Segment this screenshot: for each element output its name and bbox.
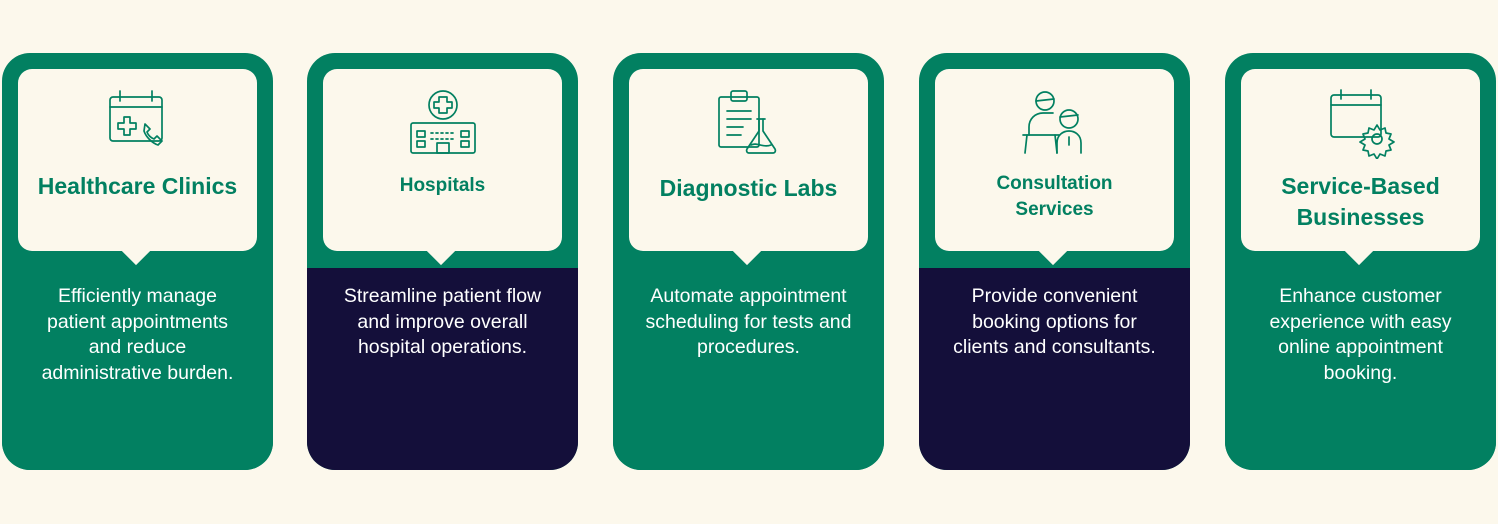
card-header-panel: Consultation Services — [935, 69, 1174, 251]
card-title: Healthcare Clinics — [37, 173, 238, 199]
card-lower-panel — [1225, 268, 1496, 470]
card-description: Enhance customer experience with easy on… — [1269, 285, 1452, 384]
card-header-panel: Healthcare Clinics — [18, 69, 257, 251]
card-lower-panel — [613, 268, 884, 470]
card-healthcare-clinics: Healthcare Clinics Efficiently manage pa… — [2, 53, 273, 470]
card-lower-panel — [919, 268, 1190, 470]
card-title: Consultation Services — [996, 173, 1113, 220]
consultation-people-icon — [1019, 87, 1091, 159]
card-title: Service-Based Businesses — [1281, 173, 1440, 230]
card-description: Provide convenient booking options for c… — [953, 285, 1156, 358]
card-service-based-businesses: Service-Based Businesses Enhance custome… — [1225, 53, 1496, 470]
card-diagnostic-labs: Diagnostic Labs Automate appointment sch… — [613, 53, 884, 470]
hospital-building-icon — [407, 87, 479, 159]
card-description: Streamline patient flow and improve over… — [343, 285, 542, 358]
card-header-panel: Service-Based Businesses — [1241, 69, 1480, 251]
calendar-phone-icon — [102, 87, 174, 159]
clipboard-flask-icon — [713, 87, 785, 159]
calendar-gear-icon — [1325, 87, 1397, 159]
card-lower-panel — [2, 268, 273, 470]
card-title: Diagnostic Labs — [659, 175, 838, 201]
card-header-panel: Diagnostic Labs — [629, 69, 868, 251]
card-description: Automate appointment scheduling for test… — [645, 285, 852, 358]
card-title: Hospitals — [399, 175, 486, 196]
card-lower-panel — [307, 268, 578, 470]
card-description: Efficiently manage patient appointments … — [41, 285, 234, 384]
card-header-panel: Hospitals — [323, 69, 562, 251]
card-consultation-services: Consultation Services Provide convenient… — [919, 53, 1190, 470]
card-hospitals: Hospitals Streamline patient flow and im… — [307, 53, 578, 470]
